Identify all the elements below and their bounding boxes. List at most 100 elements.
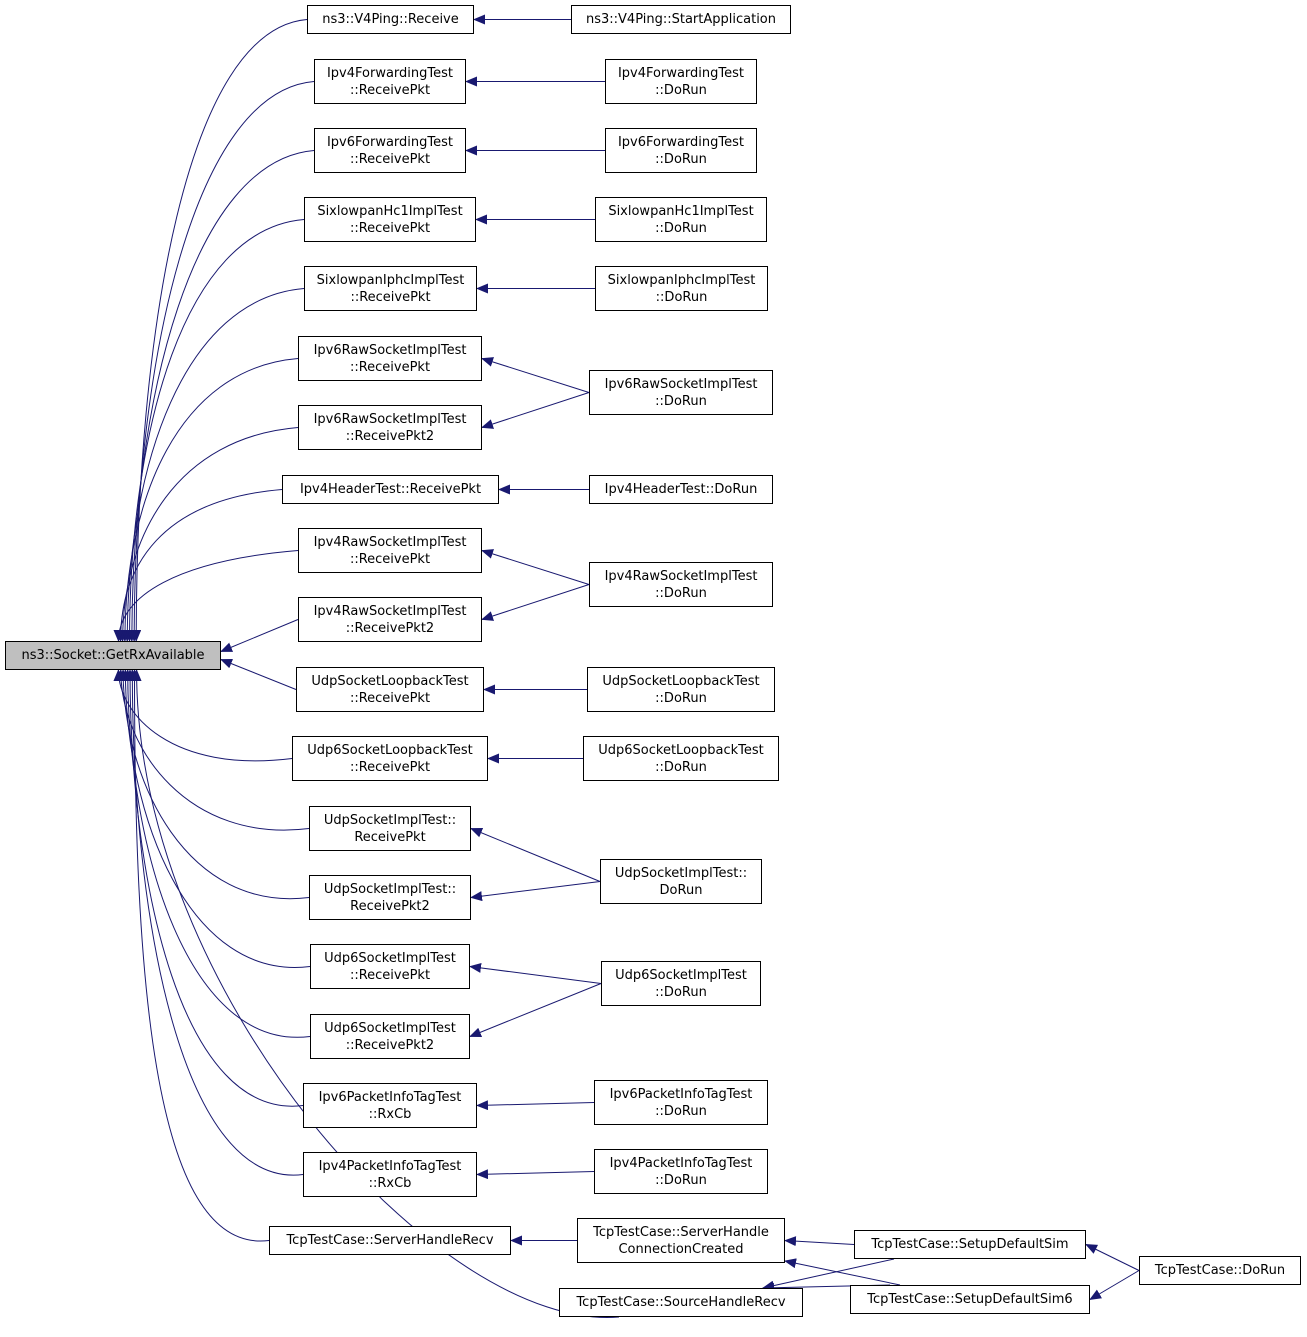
- edge-udp6loop_recv-to-root: [113, 669, 293, 762]
- node-udpsocketimpltest-receivepkt[interactable]: UdpSocketImplTest:: ReceivePkt: [309, 806, 471, 851]
- node-udpsocketimpltest-dorun[interactable]: UdpSocketImplTest:: DoRun: [600, 859, 762, 904]
- node-label-line-1: TcpTestCase::SetupDefaultSim6: [867, 1292, 1073, 1307]
- node-ipv4forwardingtest-dorun[interactable]: Ipv4ForwardingTest ::DoRun: [605, 59, 757, 104]
- node-ipv6packetinfotagtest-dorun[interactable]: Ipv6PacketInfoTagTest ::DoRun: [594, 1080, 768, 1125]
- node-ipv4rawsocketimpltest-receivepkt[interactable]: Ipv4RawSocketImplTest ::ReceivePkt: [298, 528, 482, 573]
- node-label-line-1: Ipv4HeaderTest::ReceivePkt: [299, 482, 482, 497]
- edge-hc1_recv-to-root: [124, 219, 305, 642]
- node-ns3-v4ping-receive[interactable]: ns3::V4Ping::Receive: [307, 5, 474, 34]
- node-label-line-2: ::DoRun: [655, 984, 707, 1000]
- node-udp6socketloopbacktest-receivepkt[interactable]: Udp6SocketLoopbackTest ::ReceivePkt: [292, 736, 488, 781]
- node-label-line-1: TcpTestCase::ServerHandleRecv: [286, 1233, 494, 1248]
- node-label-line-2: ::ReceivePkt: [349, 551, 431, 567]
- node-ipv4packetinfotagtest-dorun[interactable]: Ipv4PacketInfoTagTest ::DoRun: [594, 1149, 768, 1194]
- node-label-line-2: ::DoRun: [655, 289, 708, 305]
- node-udpsocketloopbacktest-dorun[interactable]: UdpSocketLoopbackTest ::DoRun: [587, 667, 775, 712]
- node-tcptestcase-dorun[interactable]: TcpTestCase::DoRun: [1139, 1256, 1301, 1285]
- node-ipv4forwardingtest-receivepkt[interactable]: Ipv4ForwardingTest ::ReceivePkt: [314, 59, 466, 104]
- edge-ipv6raw_recv-to-root: [119, 358, 299, 642]
- node-label-line-1: TcpTestCase::ServerHandle: [593, 1224, 769, 1240]
- node-ipv6forwardingtest-receivepkt[interactable]: Ipv6ForwardingTest ::ReceivePkt: [314, 128, 466, 173]
- node-label-line-1: Udp6SocketLoopbackTest: [598, 742, 764, 758]
- edge-v4ping_receive-to-root: [131, 19, 308, 642]
- node-sixlowpanhc1impltest-receivepkt[interactable]: SixlowpanHc1ImplTest ::ReceivePkt: [304, 197, 476, 242]
- edge-ipv6info_rx-to-root: [125, 669, 304, 1107]
- node-label-line-1: SixlowpanHc1ImplTest: [317, 203, 463, 219]
- edge-tcp_setup-to-tcp_source_recv: [762, 1258, 895, 1291]
- edge-udp6impl_recv-to-root: [120, 669, 311, 968]
- node-ipv4packetinfotagtest-rxcb[interactable]: Ipv4PacketInfoTagTest ::RxCb: [303, 1152, 477, 1197]
- node-ns3-socket-getrxavailable: ns3::Socket::GetRxAvailable: [5, 641, 221, 670]
- node-label-line-2: ReceivePkt: [354, 829, 426, 845]
- node-ipv4headertest-dorun[interactable]: Ipv4HeaderTest::DoRun: [589, 475, 773, 504]
- node-tcptestcase-sourcehandlerecv[interactable]: TcpTestCase::SourceHandleRecv: [559, 1288, 803, 1317]
- node-udp6socketimpltest-receivepkt[interactable]: Udp6SocketImplTest ::ReceivePkt: [310, 944, 470, 989]
- node-udpsocketloopbacktest-receivepkt[interactable]: UdpSocketLoopbackTest ::ReceivePkt: [296, 667, 484, 712]
- node-udp6socketloopbacktest-dorun[interactable]: Udp6SocketLoopbackTest ::DoRun: [583, 736, 779, 781]
- edge-udpimpl_recv2-to-root: [118, 669, 310, 900]
- root-caller-edges: [113, 19, 620, 1318]
- node-label-line-1: UdpSocketImplTest::: [323, 881, 457, 897]
- node-ipv4rawsocketimpltest-receivepkt2[interactable]: Ipv4RawSocketImplTest ::ReceivePkt2: [298, 597, 482, 642]
- node-label-line-1: Ipv4PacketInfoTagTest: [318, 1158, 462, 1174]
- node-label-line-1: Ipv4PacketInfoTagTest: [609, 1155, 753, 1171]
- node-udp6socketimpltest-receivepkt2[interactable]: Udp6SocketImplTest ::ReceivePkt2: [310, 1014, 470, 1059]
- node-label-line-1: UdpSocketLoopbackTest: [602, 673, 760, 689]
- node-sixlowpaniphcimpltest-dorun[interactable]: SixlowpanIphcImplTest ::DoRun: [595, 266, 768, 311]
- node-udp6socketimpltest-dorun[interactable]: Udp6SocketImplTest ::DoRun: [601, 961, 761, 1006]
- node-label-line-2: ReceivePkt2: [350, 898, 430, 914]
- node-label-line-2: ::ReceivePkt: [349, 220, 431, 236]
- node-label-line-1: Ipv6PacketInfoTagTest: [318, 1089, 462, 1105]
- node-label-line-2: ::DoRun: [655, 1103, 707, 1119]
- node-tcptestcase-serverhandlerecv[interactable]: TcpTestCase::ServerHandleRecv: [269, 1226, 511, 1255]
- node-ipv6rawsocketimpltest-receivepkt[interactable]: Ipv6RawSocketImplTest ::ReceivePkt: [298, 336, 482, 381]
- node-label-line-1: ns3::V4Ping::Receive: [322, 12, 459, 27]
- node-label-line-1: Ipv6ForwardingTest: [617, 134, 745, 150]
- node-label-line-1: Udp6SocketImplTest: [615, 967, 747, 983]
- edge-ipv6fwd_recv-to-root: [126, 150, 315, 642]
- node-label-line-1: SixlowpanHc1ImplTest: [608, 203, 754, 219]
- edge-tcp_run-to-tcp_setup6: [1089, 1270, 1140, 1301]
- edge-ipv6raw_run-to-ipv6raw_recv2: [481, 392, 590, 429]
- node-ipv4rawsocketimpltest-dorun[interactable]: Ipv4RawSocketImplTest ::DoRun: [589, 562, 773, 607]
- node-ipv6packetinfotagtest-rxcb[interactable]: Ipv6PacketInfoTagTest ::RxCb: [303, 1083, 477, 1128]
- node-ipv6rawsocketimpltest-receivepkt2[interactable]: Ipv6RawSocketImplTest ::ReceivePkt2: [298, 405, 482, 450]
- node-label-line-2: ::ReceivePkt: [349, 759, 431, 775]
- node-ipv4headertest-receivepkt[interactable]: Ipv4HeaderTest::ReceivePkt: [282, 475, 499, 504]
- node-sixlowpanhc1impltest-dorun[interactable]: SixlowpanHc1ImplTest ::DoRun: [595, 197, 767, 242]
- node-label-line-2: ::DoRun: [655, 690, 707, 706]
- node-label-line-2: ::DoRun: [655, 82, 707, 98]
- node-label-line-2: ::ReceivePkt: [349, 690, 431, 706]
- node-tcptestcase-setupdefaultsim6[interactable]: TcpTestCase::SetupDefaultSim6: [850, 1285, 1090, 1314]
- node-label-line-2: ::ReceivePkt2: [345, 428, 435, 444]
- node-label-line-2: ::DoRun: [655, 759, 707, 775]
- node-label-line-1: TcpTestCase::DoRun: [1154, 1263, 1286, 1278]
- node-label-line-1: Ipv4RawSocketImplTest: [604, 568, 758, 584]
- node-label-line-2: ::DoRun: [655, 1172, 707, 1188]
- edge-udpimpl_run-to-udpimpl_recv2: [470, 881, 601, 902]
- node-label-line-1: ns3::V4Ping::StartApplication: [585, 12, 777, 27]
- node-label-line-1: TcpTestCase::SourceHandleRecv: [576, 1295, 786, 1310]
- node-ipv6forwardingtest-dorun[interactable]: Ipv6ForwardingTest ::DoRun: [605, 128, 757, 173]
- node-label-line-1: Ipv4RawSocketImplTest: [313, 534, 467, 550]
- edge-ipv6info_run-to-ipv6info_rx: [476, 1100, 595, 1111]
- node-label-line-1: Ipv4ForwardingTest: [326, 65, 454, 81]
- node-sixlowpaniphcimpltest-receivepkt[interactable]: SixlowpanIphcImplTest ::ReceivePkt: [304, 266, 477, 311]
- node-label-line-1: Ipv4ForwardingTest: [617, 65, 745, 81]
- node-tcptestcase-setupdefaultsim[interactable]: TcpTestCase::SetupDefaultSim: [854, 1230, 1086, 1259]
- node-ns3-v4ping-startapplication[interactable]: ns3::V4Ping::StartApplication: [571, 5, 791, 34]
- edge-ipv6raw_run-to-ipv6raw_recv: [481, 357, 590, 393]
- node-label-line-1: UdpSocketImplTest::: [323, 812, 457, 828]
- node-label-line-1: SixlowpanIphcImplTest: [316, 272, 465, 288]
- node-label-line-2: ::ReceivePkt2: [345, 1037, 435, 1053]
- node-label-line-1: Ipv6PacketInfoTagTest: [609, 1086, 753, 1102]
- node-ipv6rawsocketimpltest-dorun[interactable]: Ipv6RawSocketImplTest ::DoRun: [589, 370, 773, 415]
- node-label-line-1: Udp6SocketImplTest: [324, 1020, 456, 1036]
- edge-ipv4raw_run-to-ipv4raw_recv2: [481, 584, 590, 621]
- node-label-line-1: TcpTestCase::SetupDefaultSim: [871, 1237, 1069, 1252]
- node-label-line-1: Ipv4RawSocketImplTest: [313, 603, 467, 619]
- node-udpsocketimpltest-receivepkt2[interactable]: UdpSocketImplTest:: ReceivePkt2: [309, 875, 471, 920]
- node-tcptestcase-serverhandleconnectioncreated[interactable]: TcpTestCase::ServerHandle ConnectionCrea…: [577, 1218, 785, 1263]
- node-label-line-2: DoRun: [659, 882, 703, 898]
